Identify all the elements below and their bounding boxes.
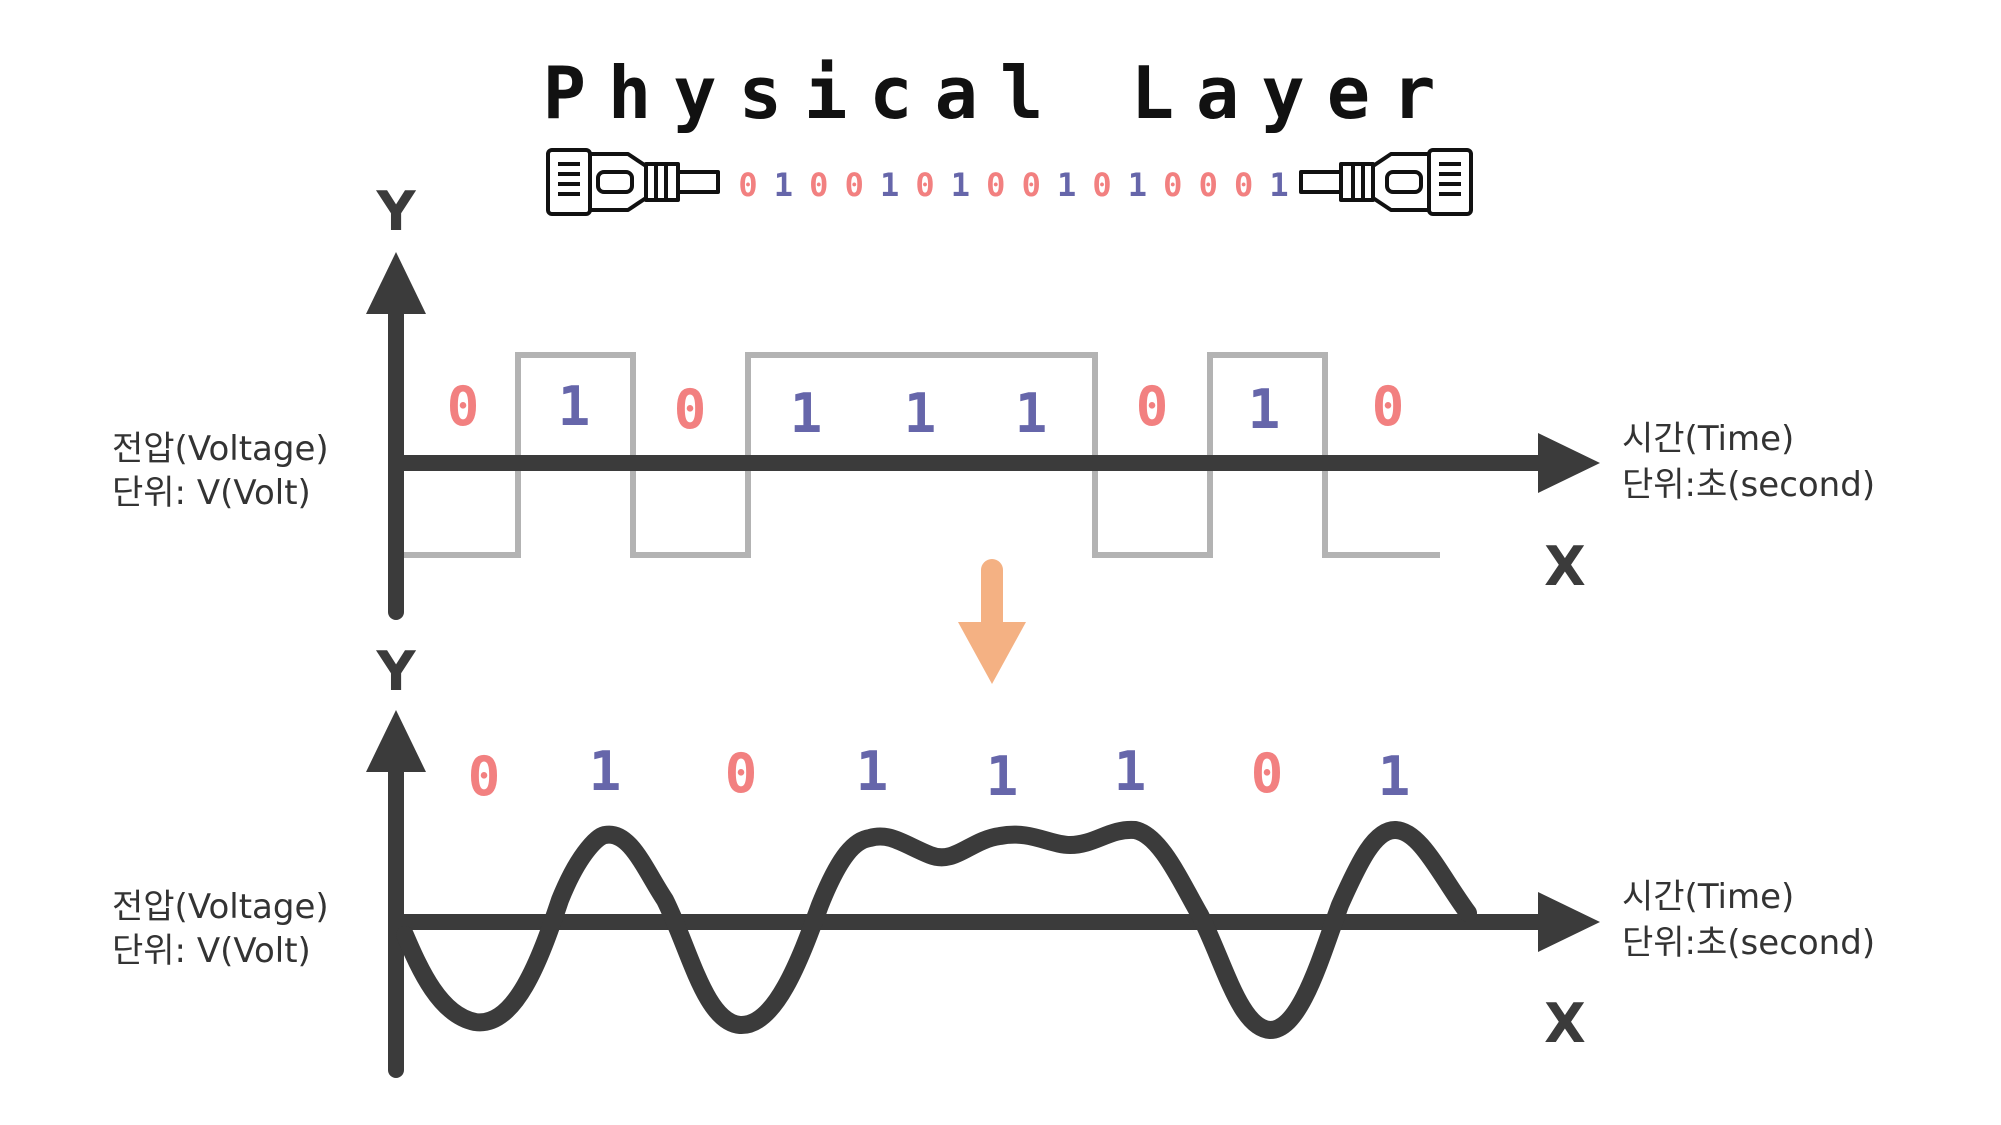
bit-label: 0 [1136,375,1169,438]
square-wave [403,352,1440,558]
bit-label: 1 [1248,378,1281,441]
cable-bit: 0 [1092,166,1111,204]
analog-wave [396,820,1477,1039]
x-axis-unit: 단위:초(second) [1622,465,1875,505]
cable-bit: 1 [774,166,793,204]
y-axis-unit: 단위: V(Volt) [112,473,311,513]
bit-label: 0 [1372,375,1405,438]
bit-label: 1 [986,745,1019,808]
y-axis-letter: Y [375,180,416,243]
y-axis-arrowhead [366,710,426,772]
cable-bit: 1 [1057,166,1076,204]
x-axis-arrowhead [1538,433,1600,493]
bit-label: 1 [558,375,591,438]
x-axis-letter: X [1544,992,1586,1055]
x-axis-letter: X [1544,535,1586,598]
x-axis-unit: 단위:초(second) [1622,923,1875,963]
cable-bit: 0 [809,166,828,204]
cable-bit: 0 [738,166,757,204]
bit-label: 0 [725,742,758,805]
bit-label: 0 [674,378,707,441]
bit-label: 1 [790,382,823,445]
bit-label: 1 [1114,740,1147,803]
cable-bit: 0 [1199,166,1218,204]
cable-bit: 1 [1128,166,1147,204]
y-axis-label: 전압(Voltage) [112,429,329,469]
y-axis-label: 전압(Voltage) [112,887,329,927]
bit-label: 0 [468,745,501,808]
bit-label: 1 [1015,382,1048,445]
bit-label: 1 [589,740,622,803]
cable-bit: 0 [1234,166,1253,204]
bit-label: 1 [904,382,937,445]
top-chart: Y X 전압(Voltage) 단위: V(Volt) 시간(Time) 단위:… [112,180,1875,620]
bit-label: 1 [1378,745,1411,808]
x-axis-label: 시간(Time) [1622,877,1794,917]
bit-label: 0 [1251,742,1284,805]
cable-bit: 0 [1163,166,1182,204]
cable-bit: 0 [845,166,864,204]
bit-label: 0 [447,375,480,438]
page-title: Physical Layer [543,51,1458,135]
bottom-chart: Y X 전압(Voltage) 단위: V(Volt) 시간(Time) 단위:… [112,640,1875,1078]
cable-bit: 0 [986,166,1005,204]
y-axis-arrowhead [366,252,426,314]
bit-label: 1 [856,740,889,803]
y-axis-unit: 단위: V(Volt) [112,931,311,971]
cable-bit: 0 [1022,166,1041,204]
x-axis-label: 시간(Time) [1622,419,1794,459]
bottom-bit-labels: 0 1 0 1 1 1 0 1 [468,740,1411,808]
cable-bit: 1 [951,166,970,204]
cable-bit: 1 [880,166,899,204]
top-bit-labels: 0 1 0 1 1 1 0 1 0 [447,375,1405,445]
ethernet-plug-icon [1299,148,1473,216]
arrow-down-icon [958,559,1026,684]
y-axis-letter: Y [375,640,416,703]
cable-bit: 0 [915,166,934,204]
cable-bit: 1 [1269,166,1288,204]
x-axis-arrowhead [1538,892,1600,952]
ethernet-plug-icon [546,148,720,216]
